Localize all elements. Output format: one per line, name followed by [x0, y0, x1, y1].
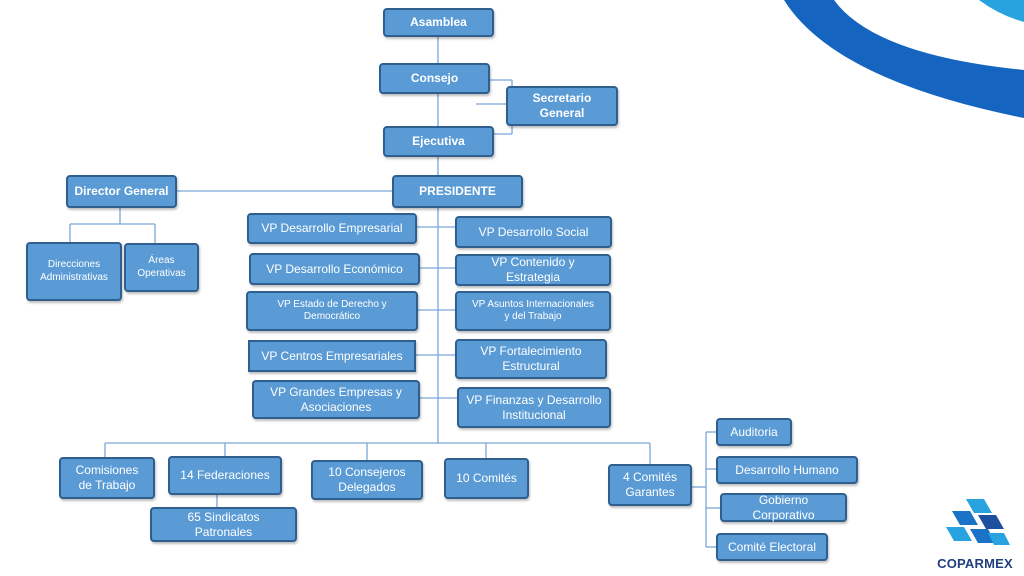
federaciones-box: 14 Federaciones [168, 456, 282, 495]
vp-right-item: VP Fortalecimiento Estructural [455, 339, 607, 379]
director-general-box: Director General [66, 175, 177, 208]
comites-garantes-box: 4 Comités Garantes [608, 464, 692, 506]
secretario-general-box: Secretario General [506, 86, 618, 126]
vp-left-item: VP Grandes Empresas y Asociaciones [252, 380, 420, 419]
garantes-item: Desarrollo Humano [716, 456, 858, 484]
coparmex-logo: COPARMEX [930, 495, 1020, 575]
coparmex-logo-icon [946, 499, 1010, 545]
garantes-item: Comité Electoral [716, 533, 828, 561]
decorative-swoosh [784, 0, 1024, 118]
ejecutiva-box: Ejecutiva [383, 126, 494, 157]
vp-right-item: VP Finanzas y Desarrollo Institucional [457, 387, 611, 428]
garantes-item: Auditoria [716, 418, 792, 446]
consejeros-delegados-box: 10 Consejeros Delegados [311, 460, 423, 500]
areas-operativas-box: Áreas Operativas [124, 243, 199, 292]
comites-box: 10 Comités [444, 458, 529, 499]
vp-left-item: VP Centros Empresariales [248, 340, 416, 372]
vp-left-item: VP Desarrollo Económico [249, 253, 420, 285]
vp-right-item: VP Asuntos Internacionales y del Trabajo [455, 291, 611, 331]
vp-right-item: VP Contenido y Estrategia [455, 254, 611, 286]
vp-right-item: VP Desarrollo Social [455, 216, 612, 248]
direcciones-administrativas-box: Direcciones Administrativas [26, 242, 122, 301]
consejo-box: Consejo [379, 63, 490, 94]
garantes-item: Gobierno Corporativo [720, 493, 847, 522]
sindicatos-patronales-box: 65 Sindicatos Patronales [150, 507, 297, 542]
vp-left-item: VP Desarrollo Empresarial [247, 213, 417, 244]
coparmex-logo-text: COPARMEX [937, 556, 1013, 571]
presidente-box: PRESIDENTE [392, 175, 523, 208]
comisiones-trabajo-box: Comisiones de Trabajo [59, 457, 155, 499]
asamblea-box: Asamblea [383, 8, 494, 37]
vp-left-item: VP Estado de Derecho y Democrático [246, 291, 418, 331]
